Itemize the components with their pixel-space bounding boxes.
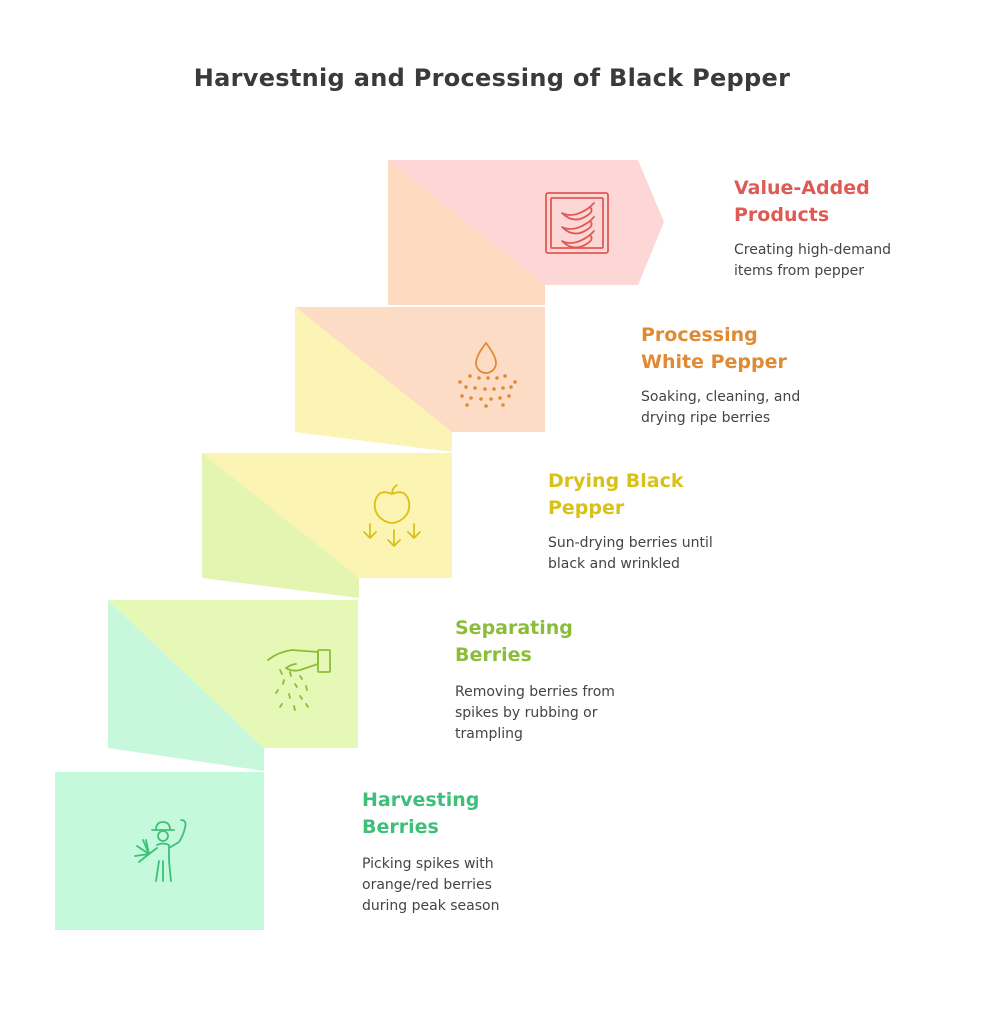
step-desc-line: Soaking, cleaning, and <box>641 389 801 405</box>
chili-peppers-icon <box>545 192 609 254</box>
falling-fruit-icon <box>363 484 421 547</box>
step-title-line: Harvesting <box>362 789 480 811</box>
step-desc-white-pepper: Soaking, cleaning, and drying ripe berri… <box>641 387 841 429</box>
step-title-line: Separating <box>455 617 573 639</box>
step-title-white-pepper: Processing White Pepper <box>641 322 861 376</box>
step-title-line: White Pepper <box>641 351 787 373</box>
step-separating <box>108 600 358 771</box>
step-harvesting <box>55 772 264 930</box>
step-desc-line: Picking spikes with <box>362 856 494 872</box>
step-desc-line: during peak season <box>362 898 500 914</box>
step-value-added <box>388 160 664 305</box>
hand-scattering-icon <box>267 649 331 711</box>
step-desc-line: Removing berries from <box>455 684 615 700</box>
step-desc-line: drying ripe berries <box>641 410 771 426</box>
step-desc-line: spikes by rubbing or <box>455 705 598 721</box>
step-desc-separating: Removing berries from spikes by rubbing … <box>455 682 655 745</box>
step-title-value-added: Value-Added Products <box>734 175 954 229</box>
step-desc-value-added: Creating high-demand items from pepper <box>734 240 934 282</box>
farmer-icon <box>134 819 187 882</box>
step-desc-line: orange/red berries <box>362 877 492 893</box>
step-desc-drying: Sun-drying berries until black and wrink… <box>548 533 748 575</box>
step-white-pepper <box>295 307 545 452</box>
step-title-separating: Separating Berries <box>455 615 675 669</box>
step-desc-line: Creating high-demand <box>734 242 892 258</box>
step-drying <box>202 453 452 598</box>
step-title-line: Berries <box>455 644 532 666</box>
step-title-line: Value-Added <box>734 177 870 199</box>
page-title: Harvestnig and Processing of Black Peppe… <box>193 64 791 92</box>
step-desc-line: items from pepper <box>734 263 865 279</box>
step-title-line: Berries <box>362 816 439 838</box>
step-title-line: Products <box>734 204 830 226</box>
step-desc-line: trampling <box>455 726 523 742</box>
step-desc-line: Sun-drying berries until <box>548 535 713 551</box>
step-title-line: Drying Black <box>548 470 684 492</box>
step-desc-line: black and wrinkled <box>548 556 680 572</box>
step-title-line: Pepper <box>548 497 625 519</box>
step-title-line: Processing <box>641 324 758 346</box>
water-drop-icon <box>458 341 517 408</box>
step-title-harvesting: Harvesting Berries <box>362 787 582 841</box>
step-title-drying: Drying Black Pepper <box>548 468 768 522</box>
step-desc-harvesting: Picking spikes with orange/red berries d… <box>362 854 562 917</box>
